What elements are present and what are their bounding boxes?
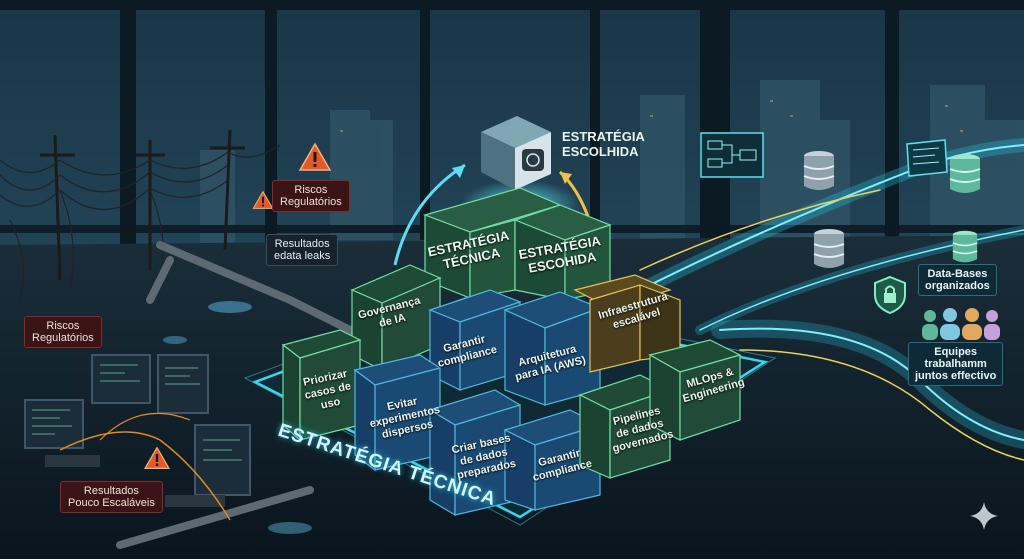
tag-line: Riscos <box>46 320 80 332</box>
lock-icon <box>874 275 906 315</box>
database-icon <box>803 151 835 190</box>
teams-tag: Equipes trabalhamm juntos effectivo <box>908 342 1004 386</box>
tag-line: Data-Bases <box>927 268 988 280</box>
title-line: ESTRATÉGIA <box>562 129 645 144</box>
tag-line: Equipes <box>934 346 978 358</box>
document-panel-icon <box>906 139 948 177</box>
database-icon <box>813 229 845 268</box>
database-icon <box>949 154 981 193</box>
regulatory-risk-tag: Riscos Regulatórios <box>24 316 102 348</box>
data-leaks-tag: Resultados edata leaks <box>266 234 339 266</box>
title-line: ESCOLHIDA <box>562 144 639 159</box>
tag-line: edata leaks <box>274 250 331 262</box>
tag-line: trabalhamm <box>924 358 987 370</box>
low-scalability-tag: Resultados Pouco Escaláveis <box>60 481 163 513</box>
tag-line: organizados <box>925 280 990 292</box>
chosen-strategy-title: ESTRATÉGIA ESCOLHIDA <box>562 129 645 159</box>
tag-line: Resultados <box>274 238 330 250</box>
tag-line: Riscos <box>294 184 328 196</box>
regulatory-risk-tag: Riscos Regulatórios <box>272 180 350 212</box>
tag-line: Regulatórios <box>32 332 94 344</box>
flowchart-icon <box>700 132 764 178</box>
tag-line: Resultados <box>83 485 139 497</box>
chip-cube-icon <box>481 116 551 190</box>
team-icon <box>922 308 1000 340</box>
warning-icon <box>298 142 332 171</box>
tag-line: Pouco Escaláveis <box>68 497 155 509</box>
sparkle-icon <box>970 502 998 530</box>
warning-icon <box>143 446 171 469</box>
organized-databases-tag: Data-Bases organizados <box>918 264 997 296</box>
warning-icon <box>252 190 274 209</box>
database-icon <box>952 230 978 263</box>
tag-line: Regulatórios <box>280 196 342 208</box>
tag-line: juntos effectivo <box>915 370 997 382</box>
